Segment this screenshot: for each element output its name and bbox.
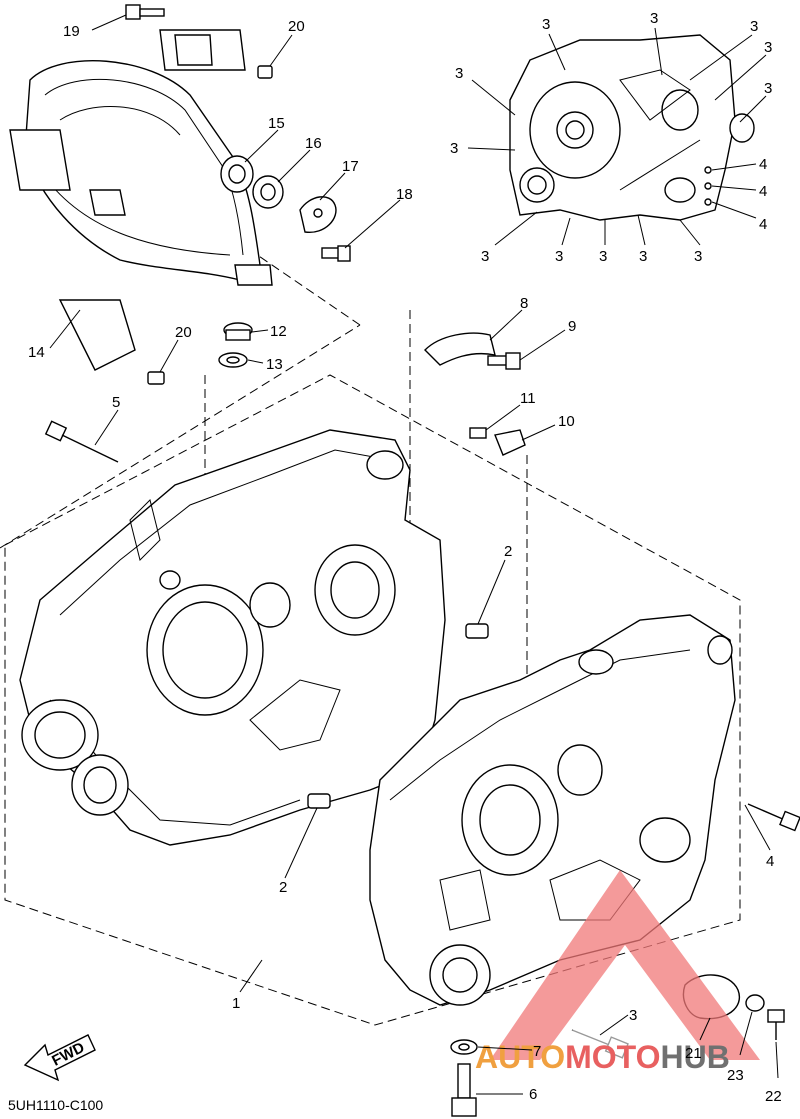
inset-callout-3-i: 3 [555, 248, 563, 265]
callout-17: 17 [342, 158, 359, 175]
clamp-10 [494, 429, 526, 456]
watermark-text: AUTOMOTOHUB [475, 1039, 730, 1075]
callout-21: 21 [685, 1045, 702, 1062]
drain-bolt-6 [451, 1063, 477, 1117]
inset-callout-3-d: 3 [764, 39, 772, 56]
inset-callout-3-c: 3 [750, 18, 758, 35]
callout-19: 19 [63, 23, 80, 40]
callout-5: 5 [112, 394, 120, 411]
callout-15: 15 [268, 115, 285, 132]
callout-23: 23 [727, 1067, 744, 1084]
callout-11: 11 [520, 390, 536, 407]
callout-20-mid: 20 [175, 324, 192, 341]
plug-12 [223, 322, 253, 341]
watermark-logo: AUTOMOTOHUB [475, 870, 760, 1075]
inset-callout-3-e: 3 [764, 80, 772, 97]
callout-10: 10 [558, 413, 575, 430]
callout-2-lower: 2 [279, 879, 287, 896]
inset-callout-4-c: 4 [759, 216, 767, 233]
callout-13: 13 [266, 356, 283, 373]
callout-6: 6 [529, 1086, 537, 1103]
bolt-19 [125, 4, 165, 20]
screw-11 [469, 427, 487, 439]
callout-labels: 19 20 15 16 17 18 14 20 12 13 5 8 9 11 1… [28, 10, 782, 1105]
callout-20-top: 20 [288, 18, 305, 35]
callout-8: 8 [520, 295, 528, 312]
callout-16: 16 [305, 135, 322, 152]
oil-seal-16 [252, 175, 284, 209]
inset-callout-4-b: 4 [759, 183, 767, 200]
watermark-moto: MOTO [565, 1039, 660, 1075]
bracket-8 [424, 332, 496, 366]
watermark-hub: HUB [660, 1039, 729, 1075]
callout-12: 12 [270, 323, 287, 340]
callout-9: 9 [568, 318, 576, 335]
inset-callout-3-j: 3 [599, 248, 607, 265]
screw-18 [321, 245, 351, 262]
washer-13 [218, 352, 248, 368]
bolt-5 [44, 420, 119, 463]
plate-17 [299, 196, 337, 233]
dowel-pin-20-top [257, 65, 273, 79]
dowel-pin-20-mid [147, 371, 165, 385]
dowel-pin-2-upper [465, 623, 489, 639]
washer-7 [450, 1039, 478, 1055]
callout-4: 4 [766, 853, 774, 870]
bearing-15 [220, 155, 254, 193]
watermark-auto: AUTO [475, 1039, 565, 1075]
callout-7: 7 [533, 1043, 541, 1060]
leader-lines [49, 14, 779, 1095]
stator-cover [9, 29, 273, 371]
inset-callout-3-l: 3 [694, 248, 702, 265]
bolt-4 [747, 803, 800, 832]
crankcase-left [19, 429, 446, 846]
bolt-9 [487, 352, 521, 370]
inset-callout-3-b: 3 [650, 10, 658, 27]
callout-1: 1 [232, 995, 240, 1012]
callout-14: 14 [28, 344, 45, 361]
inset-callout-3-a: 3 [542, 16, 550, 33]
callout-3: 3 [629, 1007, 637, 1024]
callout-2-upper: 2 [504, 543, 512, 560]
inset-crankcase-view [509, 34, 755, 221]
washer-23 [745, 994, 765, 1012]
inset-callout-3-h: 3 [481, 248, 489, 265]
fwd-label: FWD [49, 1039, 87, 1070]
callout-18: 18 [396, 186, 413, 203]
callout-22: 22 [765, 1088, 782, 1105]
forward-arrow-icon: FWD [23, 1034, 96, 1082]
screw-22 [767, 1009, 785, 1040]
inset-callout-4-a: 4 [759, 156, 767, 173]
inset-callout-3-k: 3 [639, 248, 647, 265]
dowel-pin-2-lower [307, 793, 331, 809]
inset-callout-3-g: 3 [450, 140, 458, 157]
inset-callout-3-f: 3 [455, 65, 463, 82]
diagram-code: 5UH1110-C100 [8, 1097, 103, 1113]
